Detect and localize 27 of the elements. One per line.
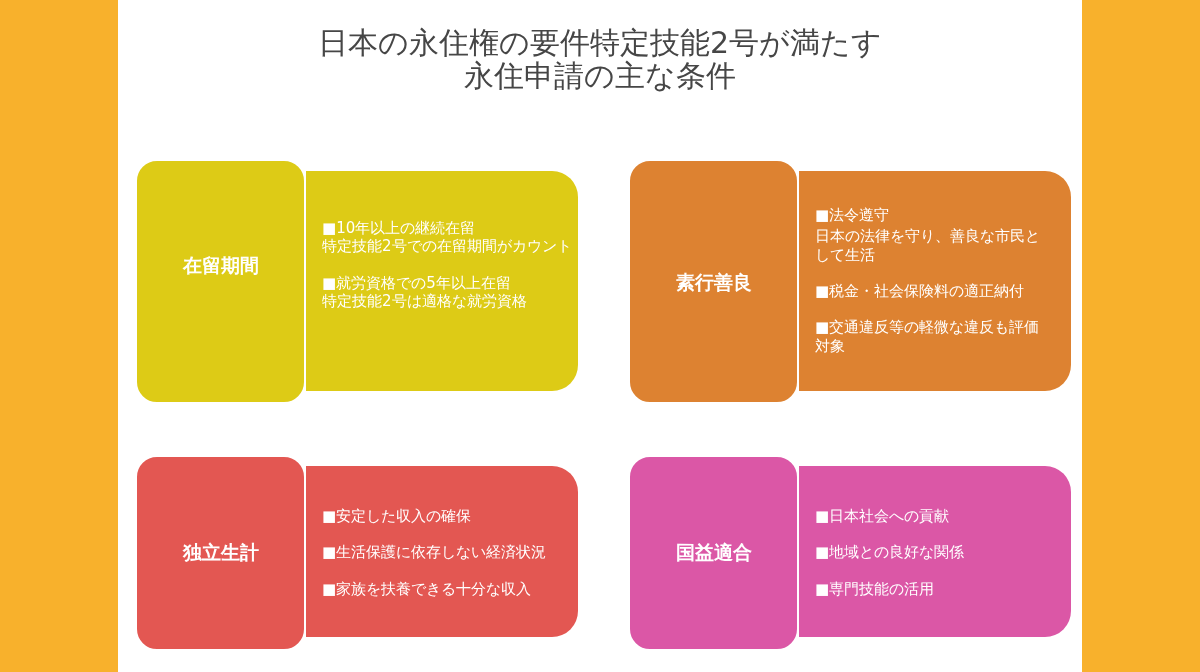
detail-box	[799, 466, 1071, 637]
category-heading: 国益適合	[675, 539, 752, 564]
detail-box	[306, 171, 578, 391]
detail-box	[799, 171, 1071, 391]
list-item: ■専門技能の活用	[815, 580, 935, 599]
list-item: ■税金・社会保険料の適正納付	[815, 282, 1025, 301]
category-box	[628, 159, 799, 404]
list-item: ■交通違反等の軽微な違反も評価対象	[815, 318, 1041, 356]
item-note: 特定技能2号は適格な就労資格	[322, 292, 527, 311]
category-heading: 独立生計	[182, 539, 259, 564]
category-box	[135, 455, 306, 651]
category-box	[135, 159, 306, 404]
list-item: ■就労資格での5年以上在留	[322, 274, 511, 293]
diagram-title: 日本の永住権の要件特定技能2号が満たす永住申請の主な条件	[316, 26, 884, 92]
list-item: ■安定した収入の確保	[322, 507, 472, 526]
list-item: ■日本社会への貢献	[815, 507, 950, 526]
list-item: ■法令遵守	[815, 206, 890, 225]
item-note: 特定技能2号での在留期間がカウント	[322, 237, 572, 256]
category-box	[628, 455, 799, 651]
item-note: 日本の法律を守り、善良な市民として生活	[815, 227, 1041, 265]
detail-box	[306, 466, 578, 637]
list-item: ■家族を扶養できる十分な収入	[322, 580, 532, 599]
category-heading: 素行善良	[675, 269, 752, 294]
category-heading: 在留期間	[182, 252, 259, 277]
list-item: ■10年以上の継続在留	[322, 219, 476, 238]
list-item: ■生活保護に依存しない経済状況	[322, 543, 547, 562]
list-item: ■地域との良好な関係	[815, 543, 965, 562]
